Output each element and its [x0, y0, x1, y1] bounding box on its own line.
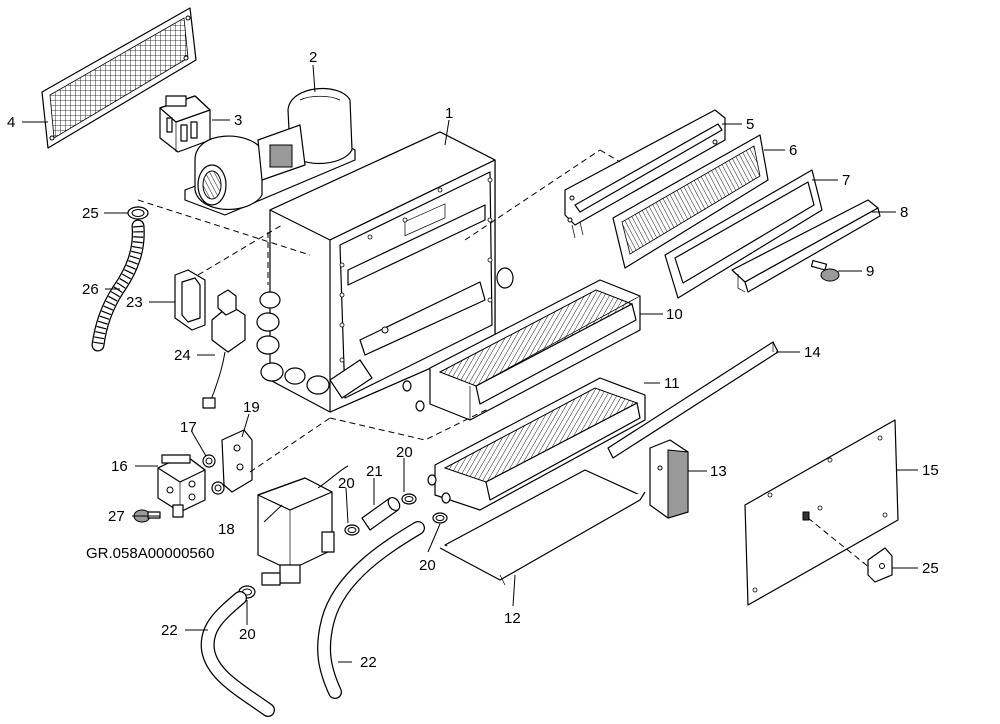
- cover-plate: [744, 419, 899, 606]
- clamp-bracket: [867, 547, 893, 583]
- blower-assembly: [184, 87, 356, 216]
- drip-tray: [439, 469, 646, 586]
- callout-22-b: 22: [360, 654, 377, 671]
- temperature-sensor: [202, 289, 246, 409]
- filter-retainer: [664, 169, 823, 299]
- callout-1: 1: [445, 105, 453, 122]
- mounting-bracket: [649, 439, 689, 519]
- callout-27: 27: [108, 508, 125, 525]
- callout-16: 16: [111, 458, 128, 475]
- callout-6: 6: [789, 142, 797, 159]
- heater-housing: [256, 131, 514, 413]
- connector-pipe: [361, 496, 401, 531]
- callout-23: 23: [126, 294, 143, 311]
- callout-20-b: 20: [338, 475, 355, 492]
- callout-2: 2: [309, 49, 317, 66]
- callout-13: 13: [710, 463, 727, 480]
- coolant-hose-right: [317, 521, 425, 699]
- grommet-seal: [174, 269, 206, 331]
- thumb-screw: [810, 259, 840, 282]
- assembly-guide-lines: [137, 149, 871, 569]
- callout-4: 4: [7, 114, 15, 131]
- control-valve: [157, 454, 206, 518]
- callout-3: 3: [234, 112, 242, 129]
- leader-lines: [22, 64, 918, 663]
- coolant-hose-left: [200, 591, 275, 717]
- callout-20-d: 20: [239, 626, 256, 643]
- callout-25-a: 25: [82, 205, 99, 222]
- callout-18: 18: [218, 521, 235, 538]
- callout-12: 12: [504, 610, 521, 627]
- callout-18-reference: GR.058A00000560: [86, 545, 214, 562]
- hose-clamp-b: [344, 524, 360, 536]
- hose-clamp-a: [401, 493, 417, 505]
- callout-9: 9: [866, 263, 874, 280]
- callout-20-a: 20: [396, 444, 413, 461]
- valve-plate: [221, 429, 253, 493]
- callout-8: 8: [900, 204, 908, 221]
- callout-24: 24: [174, 347, 191, 364]
- heater-core-upper: [402, 279, 641, 421]
- callout-22-a: 22: [161, 622, 178, 639]
- callout-7: 7: [842, 172, 850, 189]
- callout-14: 14: [804, 344, 821, 361]
- drain-hose: [91, 219, 145, 352]
- hose-clamp-c: [432, 512, 448, 524]
- callout-21: 21: [366, 463, 383, 480]
- callout-10: 10: [666, 306, 683, 323]
- callout-labels: 1 2 3 4 5 6 7 8 9 10 11 12 13 14 15 16 1…: [7, 49, 939, 671]
- callout-5: 5: [746, 116, 754, 133]
- coolant-pump: [257, 465, 349, 586]
- air-filter: [612, 134, 769, 269]
- heater-core-lower: [427, 377, 646, 511]
- relay: [159, 95, 211, 153]
- callout-17: 17: [180, 419, 197, 436]
- guide-rail: [731, 199, 881, 293]
- gasket: [202, 454, 225, 495]
- filter-frame: [564, 109, 726, 239]
- callout-25-b: 25: [922, 560, 939, 577]
- hose-clip-top: [127, 206, 149, 220]
- callout-20-c: 20: [419, 557, 436, 574]
- grille-panel: [41, 7, 197, 149]
- callout-11: 11: [664, 375, 680, 392]
- callout-19: 19: [243, 399, 260, 416]
- callout-26: 26: [82, 281, 99, 298]
- callout-15: 15: [922, 462, 939, 479]
- housing-ducts: [256, 267, 514, 395]
